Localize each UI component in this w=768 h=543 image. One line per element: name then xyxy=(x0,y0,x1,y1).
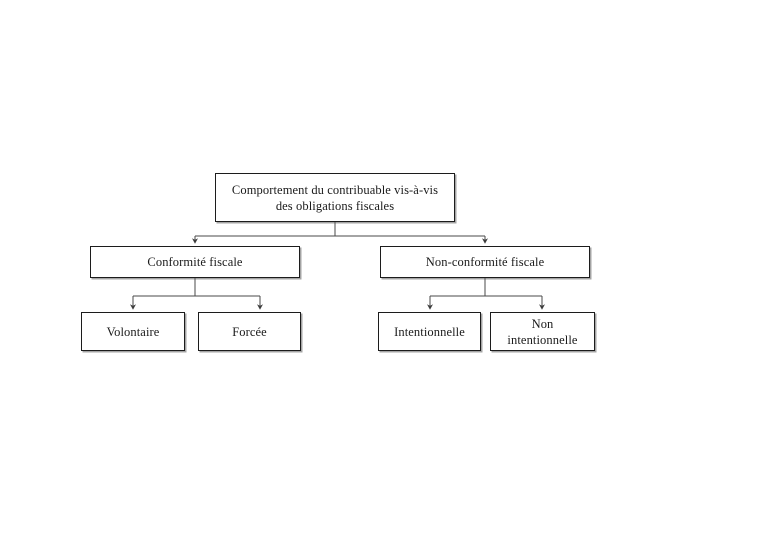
node-conformite-fiscale[interactable]: Conformité fiscale xyxy=(90,246,300,278)
node-volontaire[interactable]: Volontaire xyxy=(81,312,185,351)
edge-non-conformite-to-leaves xyxy=(430,278,542,307)
node-non-intentionnelle[interactable]: Non intentionnelle xyxy=(490,312,595,351)
node-intentionnelle[interactable]: Intentionnelle xyxy=(378,312,481,351)
node-non-conformite-fiscale-label: Non-conformité fiscale xyxy=(425,255,545,269)
node-non-conformite-fiscale[interactable]: Non-conformité fiscale xyxy=(380,246,590,278)
edge-conformite-to-leaves xyxy=(133,278,260,307)
node-root[interactable]: Comportement du contribuable vis-à-vis d… xyxy=(215,173,455,222)
edge-root-to-level2 xyxy=(195,222,485,241)
node-forcee-label: Forcée xyxy=(232,324,267,339)
node-non-intentionnelle-label: Non intentionnelle xyxy=(507,316,578,347)
node-forcee[interactable]: Forcée xyxy=(198,312,301,351)
node-root-label: Comportement du contribuable vis-à-vis d… xyxy=(231,182,439,213)
node-volontaire-label: Volontaire xyxy=(106,324,160,339)
node-conformite-fiscale-label: Conformité fiscale xyxy=(147,255,243,269)
node-intentionnelle-label: Intentionnelle xyxy=(394,324,465,339)
